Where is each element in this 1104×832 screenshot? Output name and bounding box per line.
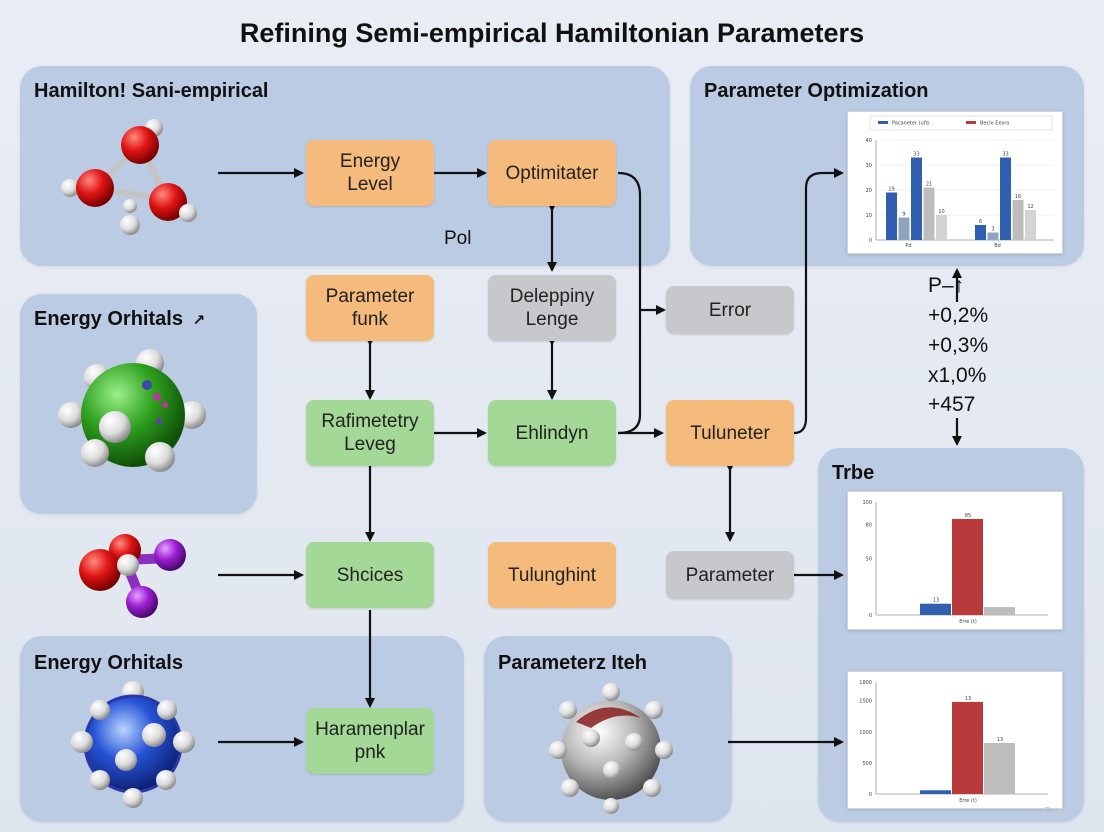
stat-value: +0,2% <box>928 304 989 327</box>
y-tick-label: 1800 <box>859 680 872 686</box>
molecule-green-sphere-icon <box>58 349 206 472</box>
bar-data-label: 33 <box>1002 152 1008 158</box>
bar <box>1025 210 1036 240</box>
parameter-funk-box: Parameter funk <box>306 275 434 341</box>
bar <box>898 217 910 240</box>
bar-data-label: 12 <box>1027 204 1033 210</box>
rafimetetry-leveg-box: Rafimetetry Leveg <box>306 400 434 466</box>
y-tick-label: 1500 <box>859 699 872 705</box>
y-tick-label: 80 <box>866 523 872 529</box>
bar <box>952 518 983 615</box>
y-tick-label: 0 <box>869 792 872 798</box>
bar-data-label: 19 <box>888 187 894 193</box>
stat-value: +0,3% <box>928 334 989 357</box>
panel-energy-orbitals-1-label: Energy Orhitals <box>34 308 183 330</box>
legend-label: Pacaneter (ufis <box>892 121 930 127</box>
bar-data-label: 16 <box>1015 194 1021 200</box>
shcices-box: Shcices <box>306 542 434 608</box>
panel-hamilton-title: Hamilton! Sani-empirical <box>34 80 269 102</box>
panel-energy-orbitals-2-title: Energy Orhitals <box>34 652 183 674</box>
panel-parameter-optimization-title: Parameter Optimization <box>704 80 929 102</box>
bar-data-label: 3 <box>991 227 994 233</box>
optimitater-box: Optimitater <box>488 140 616 206</box>
bar <box>886 192 897 240</box>
bar <box>911 157 922 240</box>
y-tick-label: 40 <box>866 138 872 144</box>
bar-data-label: 13 <box>933 598 939 604</box>
y-tick-label: 10 <box>866 213 872 219</box>
bar-data-label: 33 <box>913 152 919 158</box>
panel-parameterz-iteh-title: Parameterz Iteh <box>498 652 647 674</box>
y-tick-label: 0 <box>869 238 872 244</box>
stats-header: P–↑ <box>928 274 965 297</box>
bar <box>984 742 1015 794</box>
y-tick-label: 50 <box>866 557 872 563</box>
bar-data-label: 85 <box>965 513 971 519</box>
chart-legend <box>869 115 1053 131</box>
tuluneter-box: Tuluneter <box>666 400 794 466</box>
bar <box>1012 200 1024 240</box>
arrow-up-down-icon: ↗ <box>192 312 206 329</box>
energy-level-box: Energy Level <box>306 140 434 206</box>
x-tick-label: Erre (t) <box>959 619 977 625</box>
deleppiny-lenge-box: Deleppiny Lenge <box>488 275 616 341</box>
legend-label: Beclo Eexro <box>980 121 1009 127</box>
parameter-box: Parameter <box>666 551 794 599</box>
pol-label: Pol <box>444 228 472 249</box>
stat-value: +457 <box>928 393 976 416</box>
y-tick-label: 20 <box>866 188 872 194</box>
bar-data-label: 6 <box>979 219 982 225</box>
haramenplar-pnk-box: Haramenplar pnk <box>306 708 434 774</box>
page-title: Refining Semi-empirical Hamiltonian Para… <box>239 18 865 48</box>
y-tick-label: 30 <box>866 163 872 169</box>
y-tick-label: 100 <box>862 500 872 506</box>
x-tick-label: Pd <box>905 243 911 249</box>
molecule-blue-sphere-icon <box>71 681 195 808</box>
panel-trbe-title: Trbe <box>832 462 875 484</box>
bar <box>920 790 951 794</box>
bar-data-label: 9 <box>902 212 905 218</box>
molecule-triangle-icon <box>61 119 197 235</box>
bar <box>987 232 999 240</box>
legend-swatch <box>966 121 976 124</box>
bar-data-label: 13 <box>965 696 971 702</box>
y-tick-label: 500 <box>862 761 872 767</box>
tulunghint-box: Tulunghint <box>488 542 616 608</box>
y-tick-label: 1000 <box>859 730 872 736</box>
watermark: Grok <box>1042 804 1071 819</box>
bar <box>920 603 951 615</box>
bar <box>975 225 986 240</box>
bar <box>984 607 1015 615</box>
error-box: Error <box>666 286 794 334</box>
legend-swatch <box>878 121 888 124</box>
bar-data-label: 13 <box>997 737 1003 743</box>
stat-value: x1,0% <box>928 364 987 387</box>
panel-energy-orbitals-1-title: Energy Orhitals ↗ <box>34 308 205 331</box>
bar <box>923 187 935 240</box>
y-tick-label: 0 <box>869 613 872 619</box>
x-tick-label: Erre (t) <box>959 798 977 804</box>
bar <box>952 701 983 794</box>
x-tick-label: Bd <box>994 243 1001 249</box>
molecule-red-purple-icon <box>79 534 186 618</box>
ehlindyn-box: Ehlindyn <box>488 400 616 466</box>
bar <box>936 215 947 240</box>
bar-data-label: 21 <box>926 182 932 188</box>
molecule-gray-sphere-icon <box>549 683 673 814</box>
bar <box>1000 157 1011 240</box>
bar-data-label: 10 <box>938 209 944 215</box>
